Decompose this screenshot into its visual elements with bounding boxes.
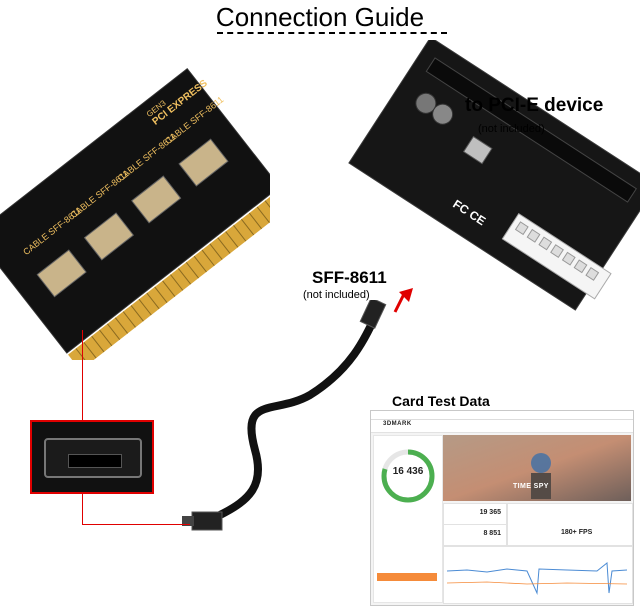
graphics-score: 19 365	[479, 509, 501, 516]
cpu-score-box	[443, 524, 507, 546]
fps-estimate: 180+ FPS	[561, 529, 593, 536]
guide-line	[82, 490, 83, 524]
monitoring-graph	[447, 562, 627, 595]
guide-line	[82, 524, 190, 525]
port-zoom-box	[30, 420, 154, 494]
sff-cable-note: (not included)	[303, 289, 370, 301]
pcie-device-label: to PCI-E device	[465, 95, 604, 116]
time-spy-banner	[443, 435, 631, 501]
score-action-bar	[377, 573, 437, 581]
port-slot	[68, 454, 122, 468]
benchmark-screenshot: 3DMARK 16 436 TIME SPY 19 365 8 851 180+…	[370, 410, 634, 606]
test-name: TIME SPY	[513, 483, 549, 490]
title-underline	[217, 32, 447, 34]
window-titlebar	[371, 411, 633, 420]
guide-line	[82, 330, 83, 422]
page-title: Connection Guide	[215, 2, 425, 32]
score-gauge	[381, 449, 435, 503]
sff-cable-label: SFF-8611	[312, 268, 387, 287]
sff-8611-cable-illustration	[182, 300, 387, 531]
fps-estimate-box	[507, 503, 633, 546]
app-header	[371, 420, 633, 433]
sff-port	[44, 438, 142, 478]
app-brand: 3DMARK	[383, 421, 412, 427]
pcie-device-note: (not included)	[478, 123, 545, 135]
card-test-title: Card Test Data	[392, 393, 490, 409]
pcie-adapter-card-illustration: CABLE SFF-8611 CABLE SFF-8611 CABLE SFF-…	[0, 67, 270, 360]
pcie-slot-board-illustration: FC CE	[348, 40, 640, 313]
total-score: 16 436	[392, 466, 424, 477]
cpu-score: 8 851	[483, 530, 501, 537]
